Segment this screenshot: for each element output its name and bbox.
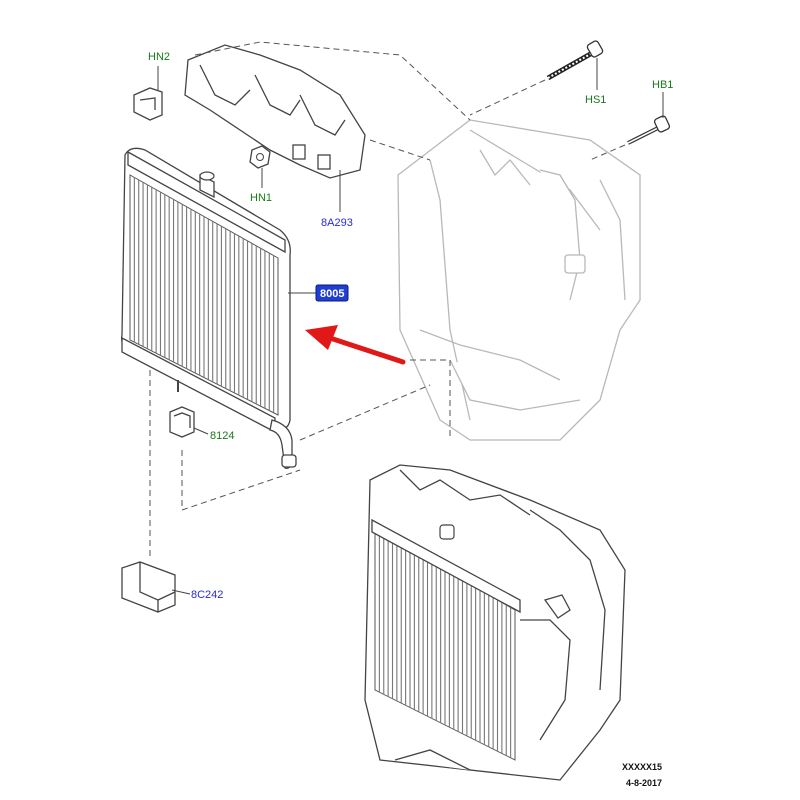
red-indicator-arrow <box>305 325 406 365</box>
radiator-8005 <box>121 147 297 469</box>
label-8a293: 8A293 <box>321 217 353 229</box>
assembly-dashed-lines <box>149 41 626 560</box>
diagram-date: 4-8-2017 <box>626 778 662 788</box>
label-hb1: HB1 <box>652 79 673 91</box>
label-hs1: HS1 <box>585 94 606 106</box>
label-8c242: 8C242 <box>191 589 223 601</box>
leader-lines <box>157 58 664 595</box>
callout-8005-highlight: 8005 <box>315 284 349 302</box>
fan-shroud-ghost <box>397 119 641 441</box>
label-8124: 8124 <box>210 430 234 442</box>
upper-bracket-8a293 <box>184 44 366 179</box>
bolt-hb1 <box>627 115 671 145</box>
diagram-reference-code: XXXXX15 <box>622 762 662 772</box>
bracket-8c242 <box>121 561 176 613</box>
label-8005: 8005 <box>320 288 344 300</box>
clip-hn2 <box>133 87 163 121</box>
label-hn1: HN1 <box>250 192 272 204</box>
nut-hn1 <box>249 145 271 169</box>
label-hn2: HN2 <box>148 51 170 63</box>
mount-8124 <box>169 406 195 438</box>
assembled-view <box>364 464 626 781</box>
radiator-fins <box>133 177 275 413</box>
assembled-radiator-fins <box>378 532 512 758</box>
bolt-hs1 <box>546 40 604 81</box>
